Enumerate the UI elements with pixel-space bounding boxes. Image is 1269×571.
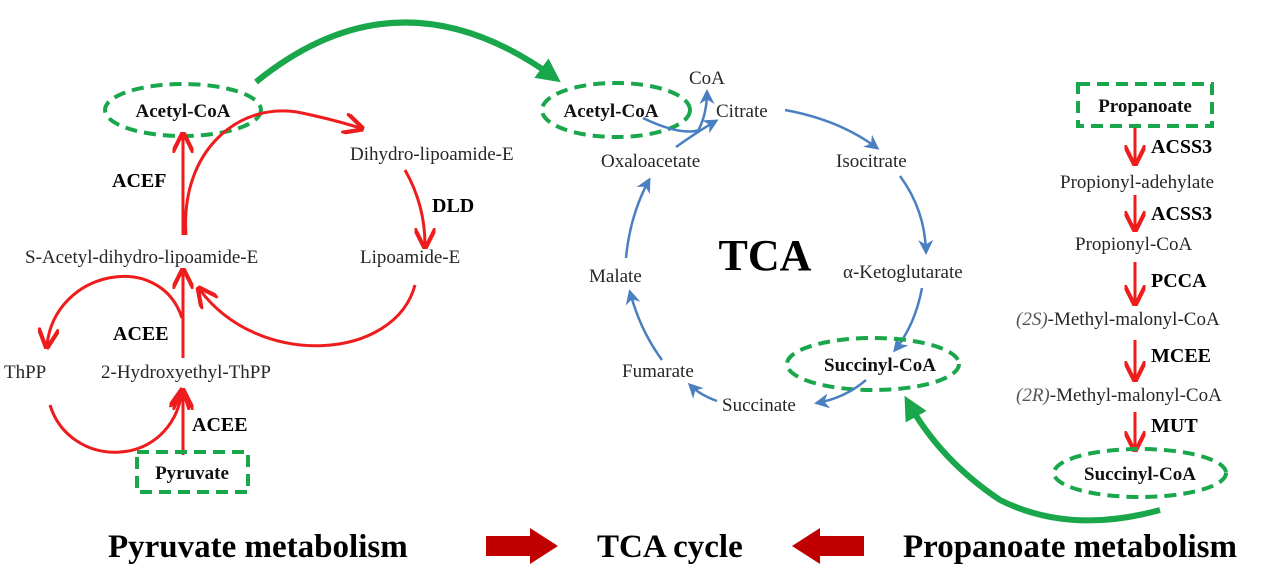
propanoate-succinyl-coa-highlight xyxy=(1052,447,1228,499)
s-acetyl-dihydro-lipoamide-label: S-Acetyl-dihydro-lipoamide-E xyxy=(25,247,258,268)
propionyl-coa-label: Propionyl-CoA xyxy=(1075,234,1192,255)
acee-upper-enzyme-label: ACEE xyxy=(113,323,169,345)
citrate-label: Citrate xyxy=(716,101,768,122)
methyl-malonyl-2r-label: (2R)-Methyl-malonyl-CoA xyxy=(1016,385,1222,406)
malate-label: Malate xyxy=(589,266,642,287)
pyruvate-label: Pyruvate xyxy=(155,463,229,484)
tca-cycle-section: CoA Acetyl-CoA Citrate Oxaloacetate Isoc… xyxy=(540,68,963,416)
succinate-label: Succinate xyxy=(722,395,796,416)
arc-to-dihydro-lipoamide xyxy=(184,109,360,236)
coa-label: CoA xyxy=(689,68,725,89)
green-arrow-acetyl-to-tca xyxy=(254,19,561,85)
dihydro-lipoamide-label: Dihydro-lipoamide-E xyxy=(350,144,514,165)
thpp-label: ThPP xyxy=(4,362,46,383)
propionyl-adenylate-label: Propionyl-adehylate xyxy=(1060,172,1214,193)
pcca-enzyme-label: PCCA xyxy=(1151,270,1207,292)
acss3-enzyme-label-2: ACSS3 xyxy=(1151,203,1212,225)
oxaloacetate-label: Oxaloacetate xyxy=(601,151,700,172)
release-coa-arrow xyxy=(695,89,715,134)
propanoate-metabolism-caption: Propanoate metabolism xyxy=(903,529,1237,565)
ketoglutarate-label: α-Ketoglutarate xyxy=(843,262,963,283)
acetyl-coa-to-citrate-arrow xyxy=(642,116,701,133)
acss3-enzyme-label-1: ACSS3 xyxy=(1151,136,1212,158)
arc-to-thpp xyxy=(47,275,184,345)
acetyl-coa-label: Acetyl-CoA xyxy=(136,101,231,122)
arc-lipoamide-to-s-acetyl xyxy=(200,285,417,348)
dld-enzyme-label: DLD xyxy=(432,195,474,217)
acef-enzyme-label: ACEF xyxy=(112,170,166,192)
arc-thpp-to-hydroxyethyl xyxy=(48,392,182,454)
methyl-malonyl-2s-rest: -Methyl-malonyl-CoA xyxy=(1048,309,1220,330)
pyruvate-metabolism-section: Acetyl-CoA ACEF Dihydro-lipoamide-E DLD … xyxy=(4,19,561,494)
right-arrow-icon xyxy=(486,528,558,564)
tca-succinyl-coa-highlight xyxy=(785,336,961,392)
tca-center-title: TCA xyxy=(719,231,812,280)
tca-succinyl-coa-label: Succinyl-CoA xyxy=(824,355,936,376)
tca-cycle-caption: TCA cycle xyxy=(597,529,743,565)
acee-lower-enzyme-label: ACEE xyxy=(192,414,248,436)
propanoate-succinyl-coa-label: Succinyl-CoA xyxy=(1084,464,1196,485)
succinyl-coa-to-succinate-arrow xyxy=(814,379,867,409)
ketoglutarate-to-succinyl-coa-arrow xyxy=(893,287,924,353)
isocitrate-label: Isocitrate xyxy=(836,151,907,172)
propanoate-label: Propanoate xyxy=(1098,96,1192,117)
lipoamide-label: Lipoamide-E xyxy=(360,247,460,268)
propanoate-metabolism-section: Propanoate ACSS3 Propionyl-adehylate ACS… xyxy=(904,82,1228,524)
tca-acetyl-coa-label: Acetyl-CoA xyxy=(564,101,659,122)
malate-to-oxaloacetate-arrow xyxy=(624,177,651,259)
succinate-to-fumarate-arrow xyxy=(687,382,718,403)
mut-enzyme-label: MUT xyxy=(1151,415,1198,437)
fumarate-label: Fumarate xyxy=(622,361,694,382)
stereo-2s: (2S) xyxy=(1016,309,1048,330)
hydroxyethyl-thpp-label: 2-Hydroxyethyl-ThPP xyxy=(101,362,271,383)
methyl-malonyl-2r-rest: -Methyl-malonyl-CoA xyxy=(1050,385,1222,406)
green-arrow-succinyl-to-tca xyxy=(904,395,1161,524)
tca-acetyl-coa-highlight xyxy=(540,81,692,139)
left-arrow-icon xyxy=(792,528,864,564)
pyruvate-metabolism-caption: Pyruvate metabolism xyxy=(108,529,408,565)
dld-arrow xyxy=(403,169,425,245)
methyl-malonyl-2s-label: (2S)-Methyl-malonyl-CoA xyxy=(1016,309,1220,330)
propanoate-highlight xyxy=(1076,82,1214,128)
footer-legend: Pyruvate metabolism TCA cycle Propanoate… xyxy=(108,528,1237,565)
mcee-enzyme-label: MCEE xyxy=(1151,345,1211,367)
isocitrate-to-ketoglutarate-arrow xyxy=(898,175,934,255)
fumarate-to-malate-arrow xyxy=(625,289,664,361)
stereo-2r: (2R) xyxy=(1016,385,1050,406)
oxaloacetate-to-citrate-arrow xyxy=(675,119,719,149)
citrate-to-isocitrate-arrow xyxy=(784,108,880,150)
